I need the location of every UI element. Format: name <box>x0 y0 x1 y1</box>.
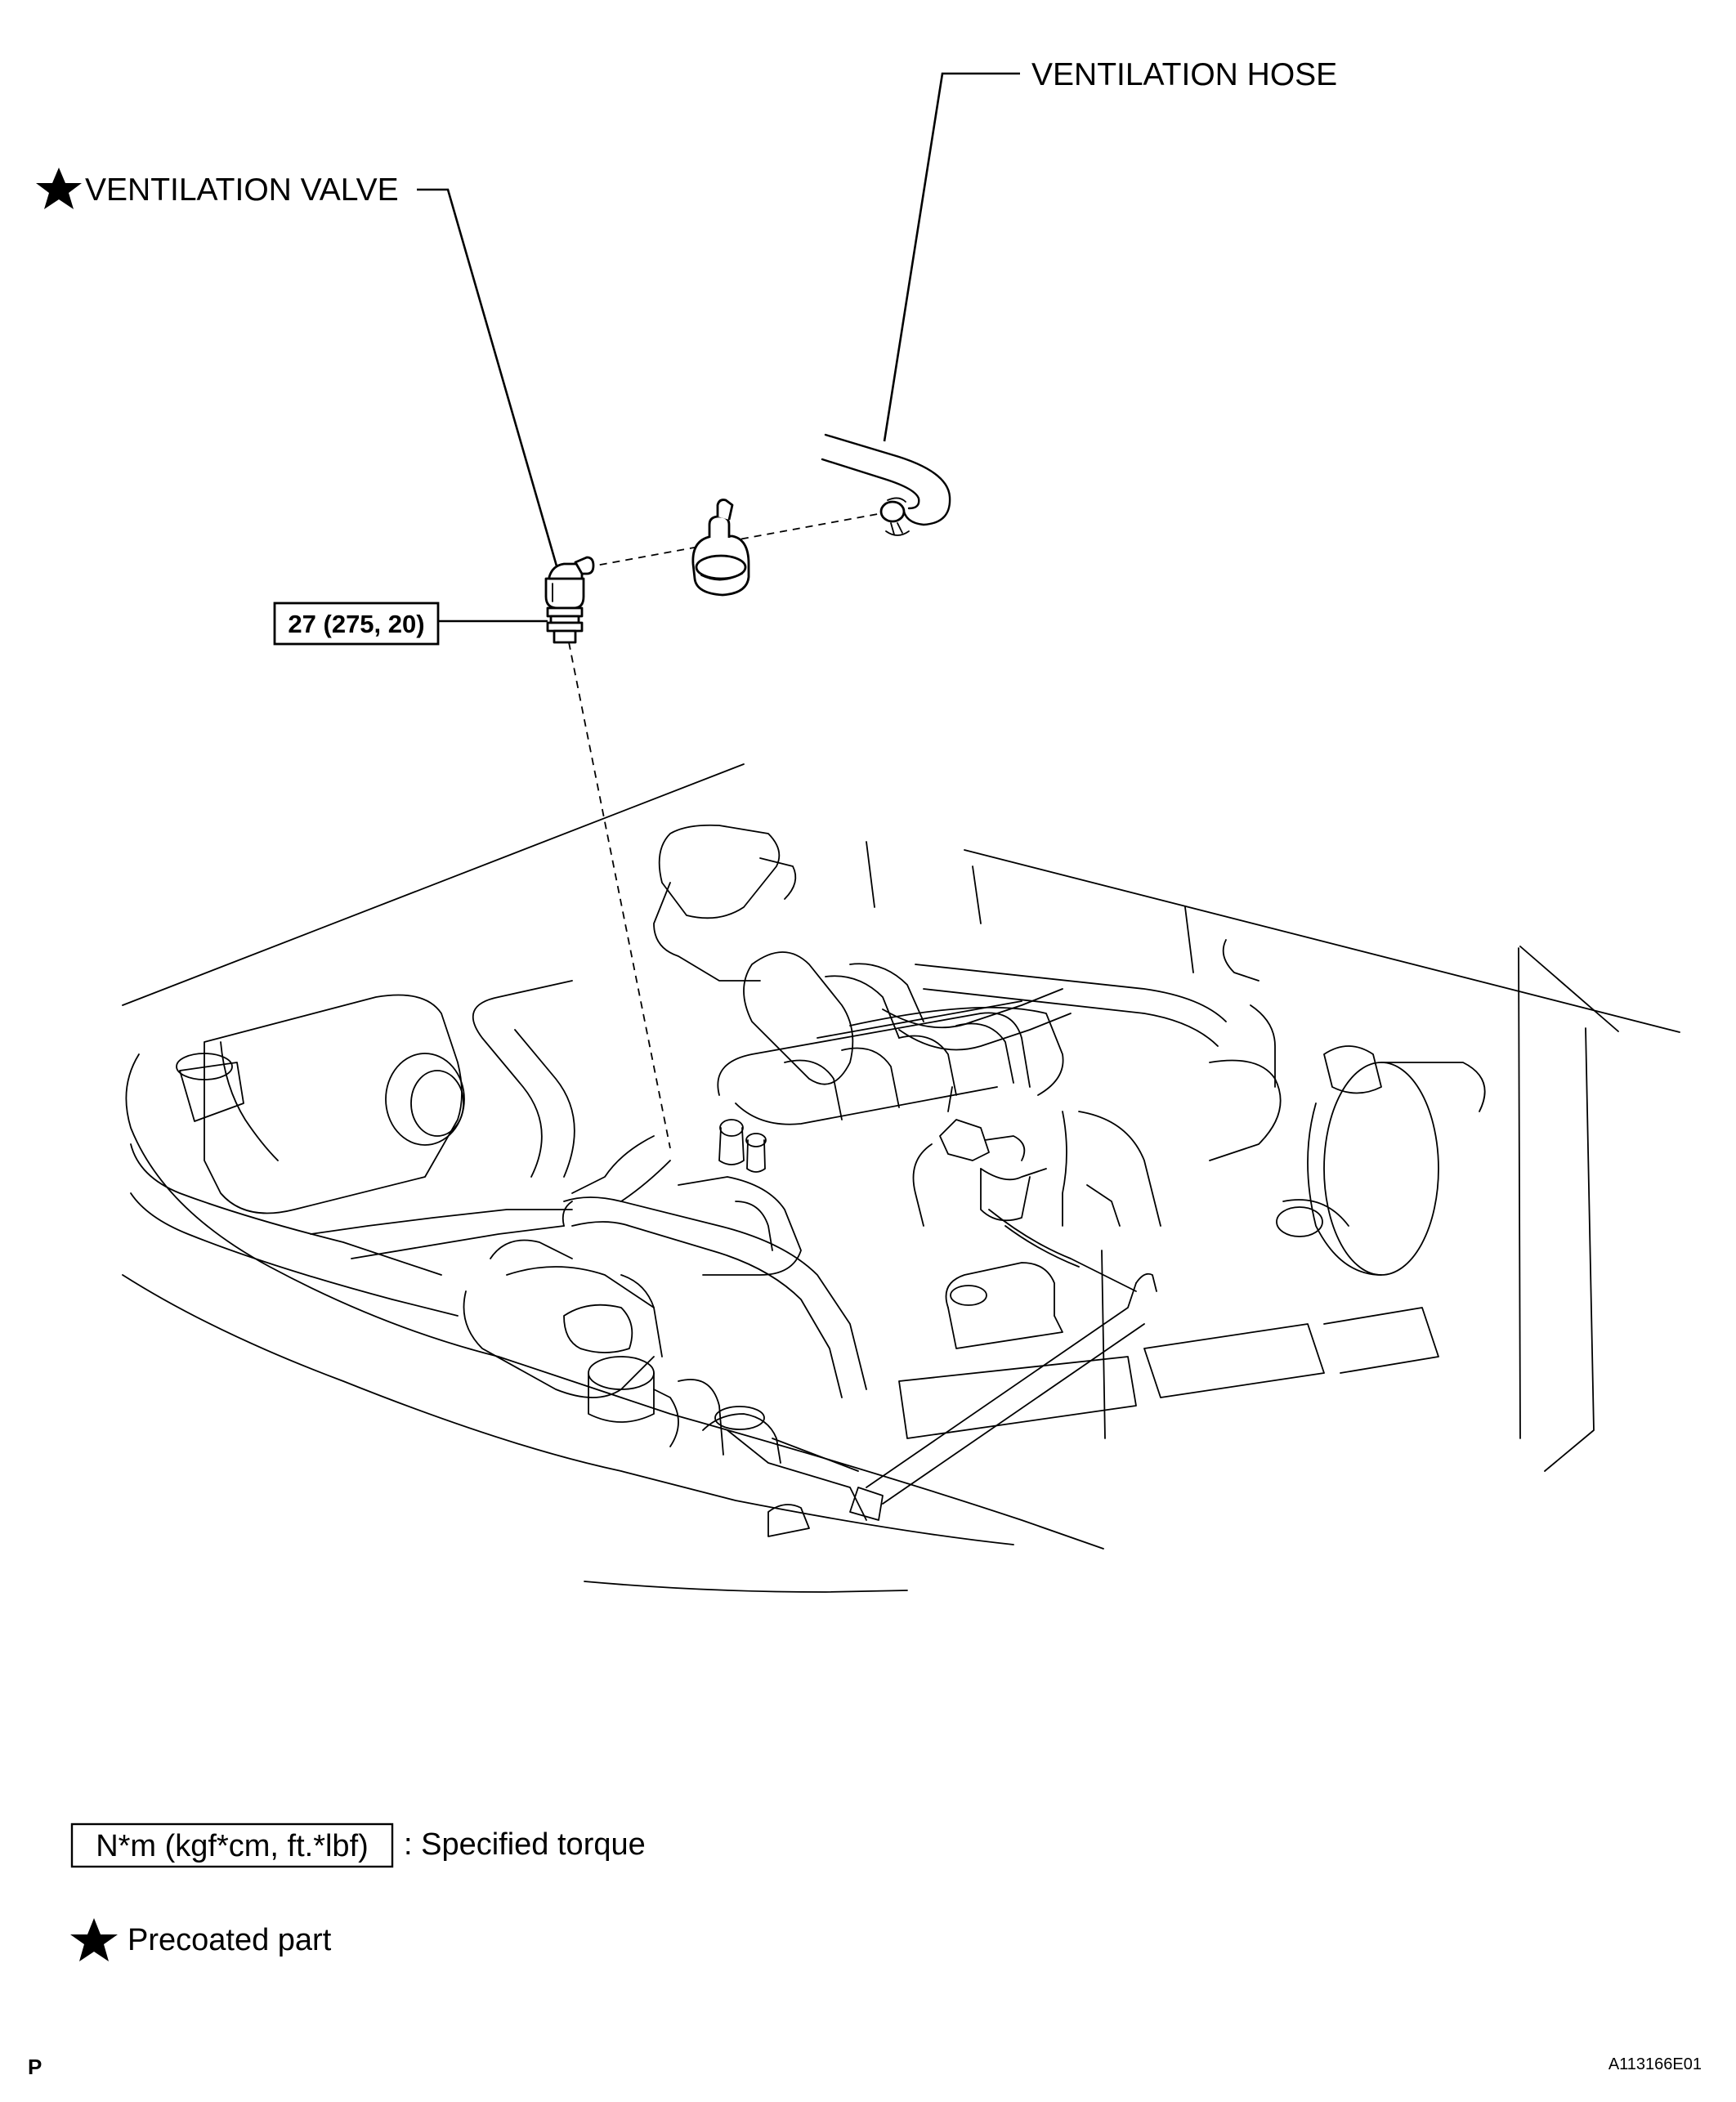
ventilation-valve-callout: VENTILATION VALVE <box>36 168 559 570</box>
page-mark: P <box>28 2055 42 2079</box>
ventilation-hose-leader <box>883 72 1020 442</box>
torque-value: 27 (275, 20) <box>288 610 424 638</box>
engine-compartment-illustration <box>122 763 1680 1593</box>
precoated-legend-description: Precoated part <box>128 1923 332 1957</box>
torque-unit-box <box>70 1822 394 1868</box>
black-star-icon <box>70 1918 118 1961</box>
torque-unit-label: N*m (kgf*cm, ft.*lbf) <box>96 1829 369 1863</box>
ventilation-hose-part <box>821 433 951 536</box>
grommet-part <box>691 499 750 597</box>
valve-install-line <box>568 642 671 1149</box>
legend: N*m (kgf*cm, ft.*lbf) : Specified torque… <box>70 1822 646 1961</box>
ventilation-valve-label: VENTILATION VALVE <box>85 172 399 208</box>
ventilation-hose-label: VENTILATION HOSE <box>1031 57 1337 92</box>
ventilation-hose-callout: VENTILATION HOSE <box>883 57 1337 442</box>
black-star-icon <box>36 168 82 209</box>
torque-spec-callout: 27 (275, 20) <box>273 602 548 646</box>
ventilation-valve-leader <box>417 188 559 570</box>
figure-code: A113166E01 <box>1608 2055 1702 2073</box>
torque-value-box <box>273 602 440 646</box>
ventilation-valve-part <box>544 556 595 644</box>
torque-legend-description: : Specified torque <box>404 1827 646 1862</box>
